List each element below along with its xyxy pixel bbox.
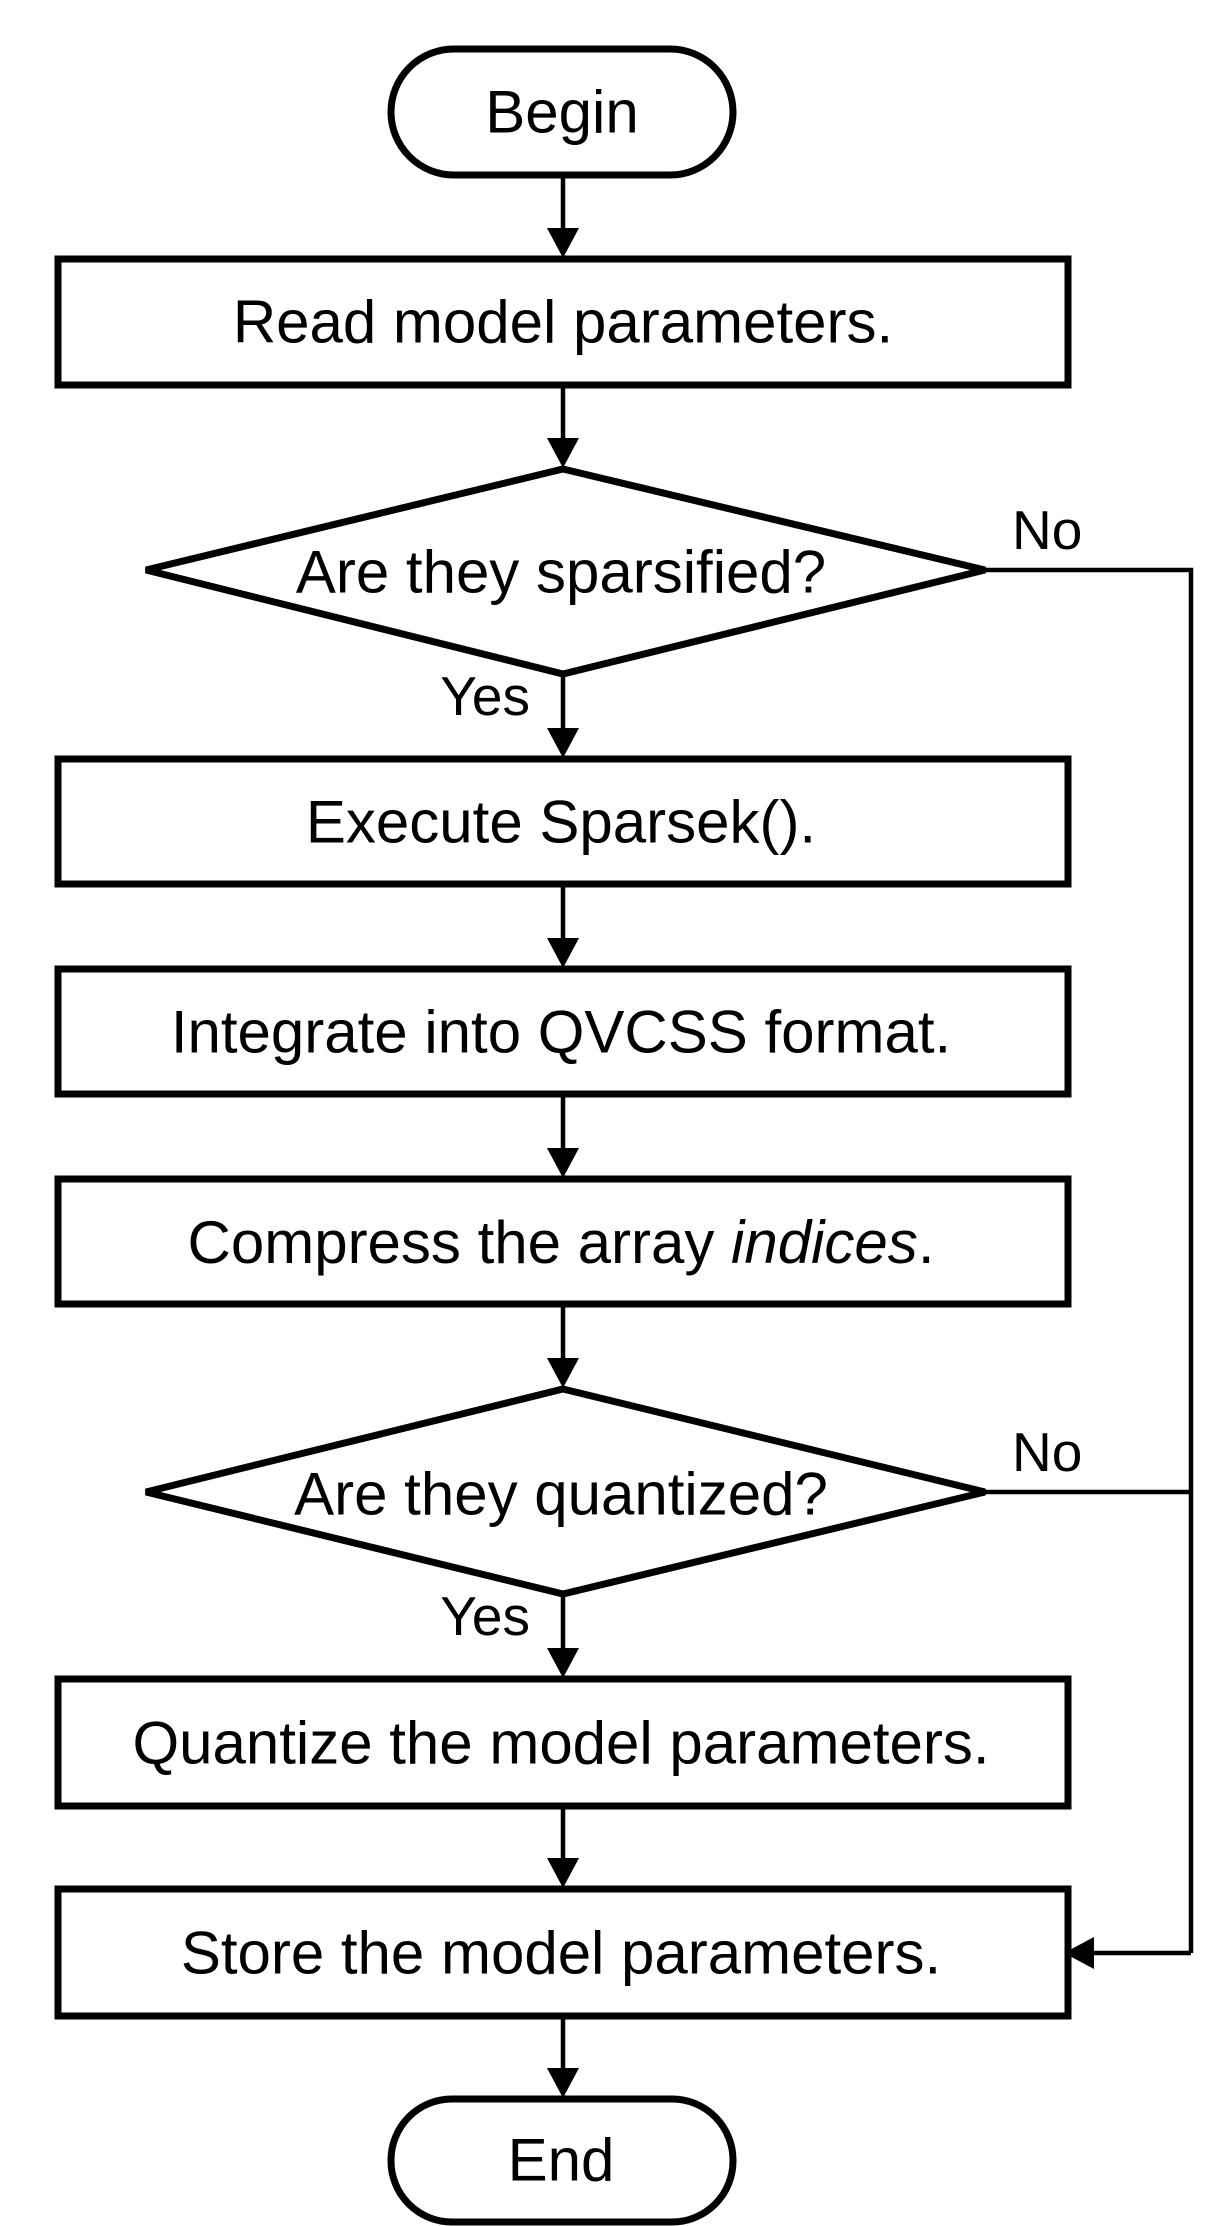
arrowhead [547,1648,579,1678]
node-store-label: Store the model parameters. [181,1920,941,1987]
process-shape [54,1175,1072,1308]
node-compress: Compress the array indices. [54,1175,1072,1308]
label-quantized-yes: Yes [440,1585,530,1647]
arrowhead [547,2068,579,2098]
node-read-label: Read model parameters. [233,289,893,356]
label-sparsified-no: No [1012,499,1082,561]
compress-text: Compress the array [188,1209,732,1276]
process-shape [54,1885,1072,2020]
arrowhead [547,1858,579,1888]
arrowhead [547,1148,579,1178]
process-shape [54,1675,1072,1810]
arrowhead [547,1358,579,1388]
edge-labels: Yes No Yes No [440,499,1082,1647]
arrowhead [547,438,579,468]
node-execute-label: Execute Sparsek(). [306,789,816,856]
compress-italic-text: indices [731,1209,918,1276]
decision-shape [145,1385,986,1598]
terminator-shape [387,45,737,179]
node-read: Read model parameters. [54,255,1072,389]
node-quantized: Are they quantized? [145,1385,986,1598]
node-sparsified-label: Are they sparsified? [296,539,826,606]
process-shape [54,965,1072,1098]
arrowhead [547,938,579,968]
node-begin-label: Begin [485,79,638,146]
node-quantized-label: Are they quantized? [294,1461,828,1528]
arrowhead [547,728,579,758]
label-quantized-no: No [1012,1421,1082,1483]
node-compress-label: Compress the array indices. [188,1209,935,1276]
terminator-shape [387,2095,737,2226]
label-sparsified-yes: Yes [440,665,530,727]
arrowhead [547,228,579,258]
node-integrate: Integrate into QVCSS format. [54,965,1072,1098]
node-sparsified: Are they sparsified? [145,465,986,678]
node-quantize: Quantize the model parameters. [54,1675,1072,1810]
arrowhead [1064,1937,1094,1969]
node-end-label: End [508,2127,615,2194]
node-store: Store the model parameters. [54,1885,1072,2020]
node-integrate-label: Integrate into QVCSS format. [171,999,951,1066]
process-shape [54,755,1072,888]
decision-shape [145,465,986,678]
compress-period: . [918,1209,935,1276]
process-shape [54,255,1072,389]
node-end: End [387,2095,737,2226]
node-quantize-label: Quantize the model parameters. [132,1710,989,1777]
node-begin: Begin [387,45,737,179]
connectors [547,175,1194,2098]
node-execute: Execute Sparsek(). [54,755,1072,888]
